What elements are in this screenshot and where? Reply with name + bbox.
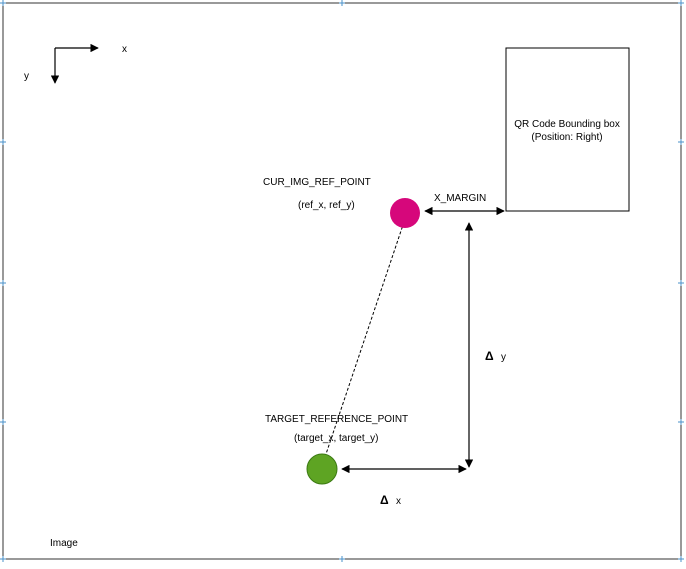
delta-x-symbol: Δ xyxy=(380,493,389,507)
connector-dashed-line xyxy=(324,221,405,458)
x-margin-label: X_MARGIN xyxy=(434,193,486,204)
handle-bottom-center[interactable] xyxy=(339,556,345,562)
handle-left-3[interactable] xyxy=(0,419,6,425)
current-point-coords: (ref_x, ref_y) xyxy=(298,200,355,211)
y-axis-label: y xyxy=(24,71,29,82)
qr-box-label-line2: (Position: Right) xyxy=(531,132,602,143)
handle-right-1[interactable] xyxy=(678,139,684,145)
handle-top-right[interactable] xyxy=(678,0,684,6)
current-point-name: CUR_IMG_REF_POINT xyxy=(263,177,371,188)
target-point-coords: (target_x, target_y) xyxy=(294,433,378,444)
qr-box-label-line1: QR Code Bounding box xyxy=(514,119,620,130)
image-label: Image xyxy=(50,538,78,549)
handle-right-3[interactable] xyxy=(678,419,684,425)
current-ref-point[interactable] xyxy=(390,198,420,228)
handle-top-center[interactable] xyxy=(339,0,345,6)
target-ref-point[interactable] xyxy=(306,453,338,485)
handle-left-2[interactable] xyxy=(0,280,6,286)
target-point-name: TARGET_REFERENCE_POINT xyxy=(265,414,408,425)
handle-top-left[interactable] xyxy=(0,0,6,6)
delta-y-axis: y xyxy=(501,352,506,363)
delta-y-symbol: Δ xyxy=(485,349,494,363)
qr-bounding-box[interactable] xyxy=(505,47,630,212)
handle-left-1[interactable] xyxy=(0,139,6,145)
x-axis-label: x xyxy=(122,44,127,55)
handle-right-2[interactable] xyxy=(678,280,684,286)
delta-x-axis: x xyxy=(396,496,401,507)
handle-bottom-right[interactable] xyxy=(678,556,684,562)
handle-bottom-left[interactable] xyxy=(0,556,6,562)
